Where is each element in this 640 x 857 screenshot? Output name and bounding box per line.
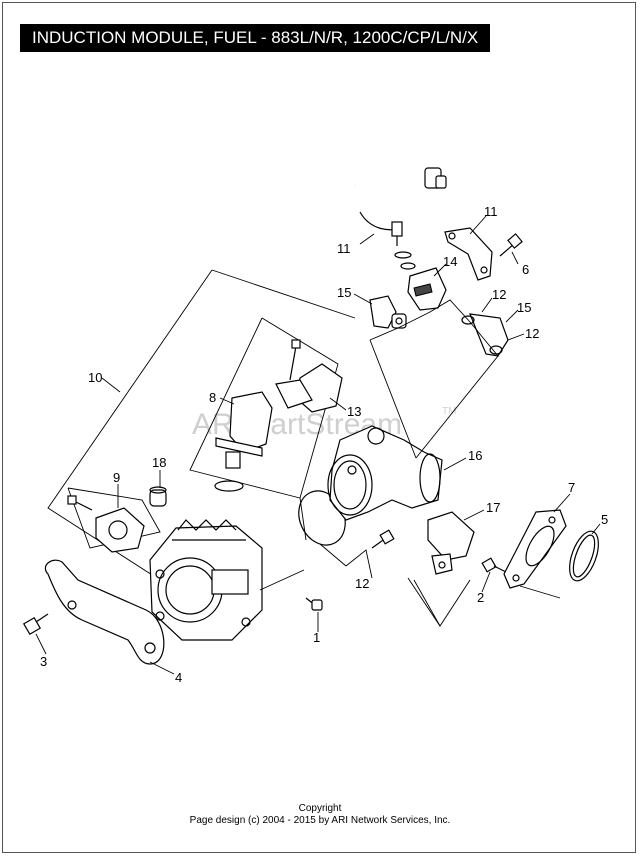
group-9-outline xyxy=(67,487,161,549)
injector-part-15-left xyxy=(369,295,407,329)
callout-18: 18 xyxy=(152,455,166,470)
callout-12-bottom: 12 xyxy=(355,576,369,591)
gasket-part-5 xyxy=(569,530,599,582)
callout-7: 7 xyxy=(568,480,575,495)
group-10-outline xyxy=(47,269,213,599)
callout-12-upper: 12 xyxy=(492,287,506,302)
callout-11-bracket: 11 xyxy=(484,204,498,219)
diagram-title: INDUCTION MODULE, FUEL - 883L/N/R, 1200C… xyxy=(20,24,491,52)
callout-12-lower: 12 xyxy=(525,326,539,341)
screw-part-6 xyxy=(499,233,523,257)
callout-15-left: 15 xyxy=(337,285,351,300)
callout-17: 17 xyxy=(486,500,500,515)
valve-part-8 xyxy=(214,339,301,492)
fitting-part-14 xyxy=(407,267,447,311)
callout-3: 3 xyxy=(40,654,47,669)
group-10-outline-top xyxy=(211,269,356,319)
callout-10: 10 xyxy=(88,370,102,385)
footer-copyright: Copyright xyxy=(298,803,342,814)
watermark-tm: TM xyxy=(442,406,456,417)
screw-part-3 xyxy=(22,613,49,636)
callout-2: 2 xyxy=(477,590,484,605)
bracket-part-11 xyxy=(444,227,493,281)
screw-part-2 xyxy=(481,557,511,575)
callout-8: 8 xyxy=(209,390,216,405)
sensor-part-17 xyxy=(427,511,475,575)
fuel-hose-part-11 xyxy=(347,167,447,270)
throttle-body xyxy=(149,519,263,641)
callout-16: 16 xyxy=(468,448,482,463)
plate-part-7 xyxy=(503,509,567,589)
callout-1: 1 xyxy=(313,630,320,645)
callout-11-hose: 11 xyxy=(337,241,351,256)
callout-6: 6 xyxy=(522,262,529,277)
screw-part-12-bottom xyxy=(371,529,395,549)
footer-page-design: Page design (c) 2004 - 2015 by ARI Netwo… xyxy=(189,815,451,826)
sensor-part-18 xyxy=(149,486,167,507)
sensor-part-9 xyxy=(67,495,145,553)
screw-part-1 xyxy=(305,597,323,611)
connector-part-13 xyxy=(275,363,343,413)
bracket-part-4 xyxy=(44,559,165,665)
manifold-part-16 xyxy=(327,425,443,521)
callout-5: 5 xyxy=(601,512,608,527)
callout-4: 4 xyxy=(175,670,182,685)
callout-13: 13 xyxy=(347,404,361,419)
callout-9: 9 xyxy=(113,470,120,485)
callout-15-right: 15 xyxy=(517,300,531,315)
callout-14: 14 xyxy=(443,254,457,269)
